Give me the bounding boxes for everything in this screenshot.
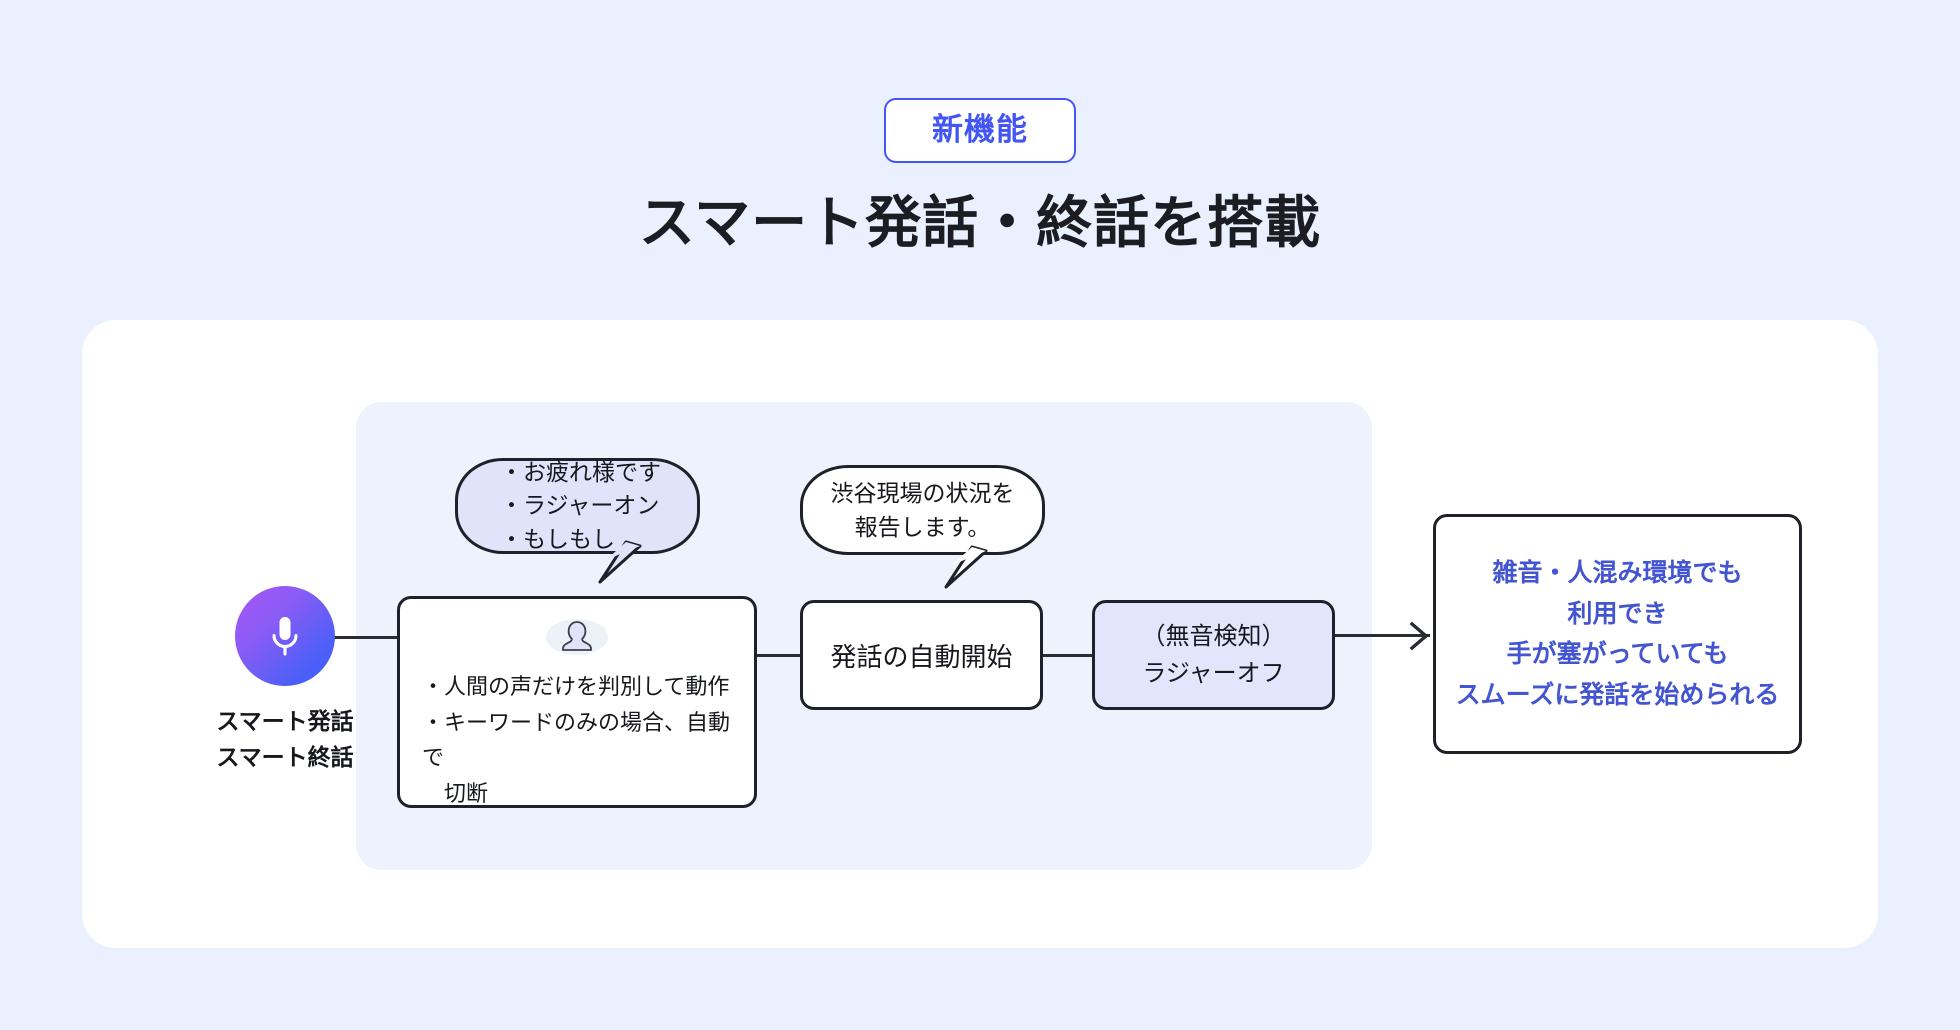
mic-label: スマート発話 スマート終話 — [180, 704, 390, 775]
mic-label-line2: スマート終話 — [216, 743, 354, 770]
voice-detection-line: ・キーワードのみの場合、自動で — [422, 709, 731, 771]
voice-detection-box: ・人間の声だけを判別して動作 ・キーワードのみの場合、自動で 切断 — [397, 596, 757, 808]
connector-silence-to-result — [1333, 634, 1430, 637]
mic-label-line1: スマート発話 — [216, 708, 354, 734]
speech-bubble-report: 渋谷現場の状況を 報告します。 — [800, 465, 1045, 555]
result-line: 雑音・人混み環境でも — [1492, 559, 1743, 587]
connector-voicebox-to-autostart — [755, 654, 803, 657]
voice-detection-line: ・人間の声だけを判別して動作 — [422, 674, 730, 699]
voice-detection-line: 切断 — [444, 780, 489, 806]
voice-detection-text: ・人間の声だけを判別して動作 ・キーワードのみの場合、自動で 切断 — [400, 669, 754, 812]
arrow-head-icon — [1409, 621, 1429, 651]
connector-autostart-to-silence — [1041, 654, 1095, 657]
smart-utterance-node[interactable]: スマート発話 スマート終話 — [180, 586, 390, 775]
bubble-line: ・もしもし — [500, 525, 615, 552]
silence-detection-line: （無音検知） — [1141, 622, 1286, 650]
speech-bubble-keywords-tail — [598, 540, 642, 584]
microphone-icon — [235, 586, 335, 686]
result-line: 利用でき — [1567, 599, 1668, 628]
result-line: 手が塞がっていても — [1506, 640, 1729, 668]
result-line: スムーズに発話を始められる — [1455, 680, 1780, 709]
result-box: 雑音・人混み環境でも 利用でき 手が塞がっていても スムーズに発話を始められる — [1433, 514, 1802, 754]
bubble-line: ・お疲れ様です — [500, 458, 661, 485]
bubble-line: ・ラジャーオン — [500, 492, 660, 519]
auto-start-box: 発話の自動開始 — [800, 600, 1043, 710]
auto-start-label: 発話の自動開始 — [830, 641, 1013, 672]
silence-detection-line: ラジャーオフ — [1142, 660, 1285, 687]
bubble-line: 報告します。 — [854, 514, 991, 540]
silence-detection-box: （無音検知） ラジャーオフ — [1092, 600, 1335, 710]
speech-bubble-report-tail — [944, 545, 988, 589]
page-title: スマート発話・終話を搭載 — [638, 191, 1322, 254]
speech-bubble-keywords: ・お疲れ様です ・ラジャーオン ・もしもし — [455, 458, 700, 554]
speech-bubble-report-text: 渋谷現場の状況を 報告します。 — [831, 476, 1015, 544]
speech-bubble-keywords-text: ・お疲れ様です ・ラジャーオン ・もしもし — [500, 456, 661, 557]
bubble-line: 渋谷現場の状況を — [830, 479, 1015, 506]
person-icon — [546, 619, 608, 655]
page-header: 新機能 スマート発話・終話を搭載 — [0, 0, 1960, 255]
connector-mic-to-voicebox — [282, 636, 400, 639]
new-feature-badge: 新機能 — [884, 98, 1076, 163]
